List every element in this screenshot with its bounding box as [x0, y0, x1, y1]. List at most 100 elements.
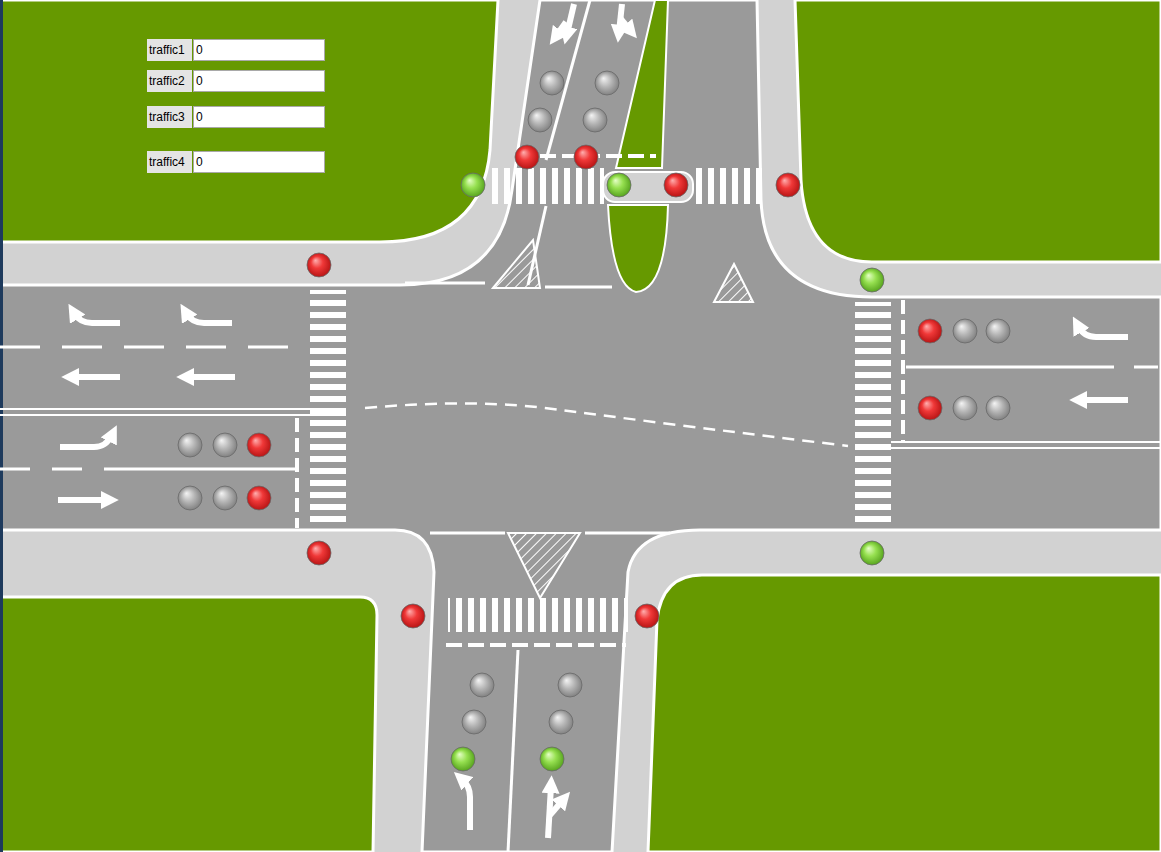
lane-line [1090, 366, 1161, 369]
traffic-island [616, 0, 668, 168]
traffic-lights [178, 71, 1010, 771]
field-text: traffic1 [149, 42, 185, 58]
signal-off [986, 396, 1010, 420]
field-text: traffic4 [149, 154, 185, 170]
signal-off [213, 433, 237, 457]
signal-off [178, 433, 202, 457]
crosswalk [448, 598, 628, 632]
traffic-island [608, 205, 668, 292]
signal-off [986, 319, 1010, 343]
signal-off [583, 108, 607, 132]
field-text: traffic2 [149, 73, 185, 89]
field-label: traffic4 [147, 151, 192, 173]
pedestrian-red [307, 253, 331, 277]
crosswalk [490, 168, 604, 204]
edge-line [585, 532, 670, 535]
stop-line [295, 418, 299, 528]
grass-block [648, 575, 1161, 852]
straight-arrow [1080, 397, 1128, 403]
field-text: 0 [196, 73, 203, 89]
signal-red [574, 145, 598, 169]
signal-off [595, 71, 619, 95]
stop-line [901, 300, 905, 442]
value-field: 0 [193, 39, 325, 61]
lane-line [906, 366, 1090, 369]
pedestrian-green [860, 268, 884, 292]
center-line [0, 414, 346, 416]
guide-line [365, 403, 848, 446]
signal-off [540, 71, 564, 95]
hatched-area [508, 533, 580, 598]
lane-line [0, 346, 308, 349]
pedestrian-red [307, 541, 331, 565]
turn-arrow [60, 435, 112, 447]
signal-off [462, 710, 486, 734]
grass-block [795, 0, 1161, 262]
pedestrian-red [401, 604, 425, 628]
turn-arrow [620, 18, 630, 30]
island-walkway [603, 172, 693, 202]
straight-arrow [187, 374, 235, 380]
turn-arrow [186, 313, 232, 323]
signal-off [470, 673, 494, 697]
window-frame [0, 0, 3, 852]
road-arrows [58, 4, 1128, 838]
signal-off [178, 486, 202, 510]
value-field: 0 [193, 151, 325, 173]
signal-red [918, 396, 942, 420]
straight-arrow [567, 4, 574, 34]
signal-off [213, 486, 237, 510]
signal-red [247, 433, 271, 457]
field-label: traffic2 [147, 70, 192, 92]
field-label: traffic3 [147, 106, 192, 128]
pedestrian-red [776, 173, 800, 197]
turn-arrow [556, 22, 566, 36]
lane-line [508, 650, 518, 852]
signal-green [451, 747, 475, 771]
center-line [891, 447, 1161, 449]
straight-arrow [58, 497, 108, 503]
pedestrian-green [860, 541, 884, 565]
hatched-area [493, 240, 540, 288]
pedestrian-red [635, 604, 659, 628]
field-text: 0 [196, 109, 203, 125]
turn-arrow [1078, 326, 1128, 337]
lane-line [128, 468, 295, 471]
signal-red [247, 486, 271, 510]
grass-block [0, 597, 377, 852]
stop-line [446, 643, 626, 647]
center-line [891, 441, 1161, 443]
signal-red [918, 319, 942, 343]
signal-off [953, 319, 977, 343]
pedestrian-green [607, 173, 631, 197]
signal-green [540, 747, 564, 771]
straight-arrow [72, 374, 120, 380]
signal-off [953, 396, 977, 420]
value-field: 0 [193, 70, 325, 92]
turn-arrow [74, 313, 120, 323]
edge-line [430, 532, 505, 535]
field-text: traffic3 [149, 109, 185, 125]
pedestrian-red [664, 173, 688, 197]
edge-line [545, 286, 612, 289]
hatched-area [714, 264, 753, 302]
center-line [0, 408, 346, 410]
field-label: traffic1 [147, 39, 192, 61]
turn-arrow [550, 800, 563, 815]
turn-arrow [462, 779, 470, 830]
signal-red [515, 145, 539, 169]
signal-off [558, 673, 582, 697]
crosswalk [855, 302, 891, 526]
field-text: 0 [196, 154, 203, 170]
signal-off [528, 108, 552, 132]
lane-line [0, 468, 128, 471]
value-field: 0 [193, 106, 325, 128]
edge-line [405, 282, 485, 285]
grass-block [0, 0, 498, 242]
crosswalk [696, 168, 764, 204]
signal-off [549, 710, 573, 734]
field-text: 0 [196, 42, 203, 58]
